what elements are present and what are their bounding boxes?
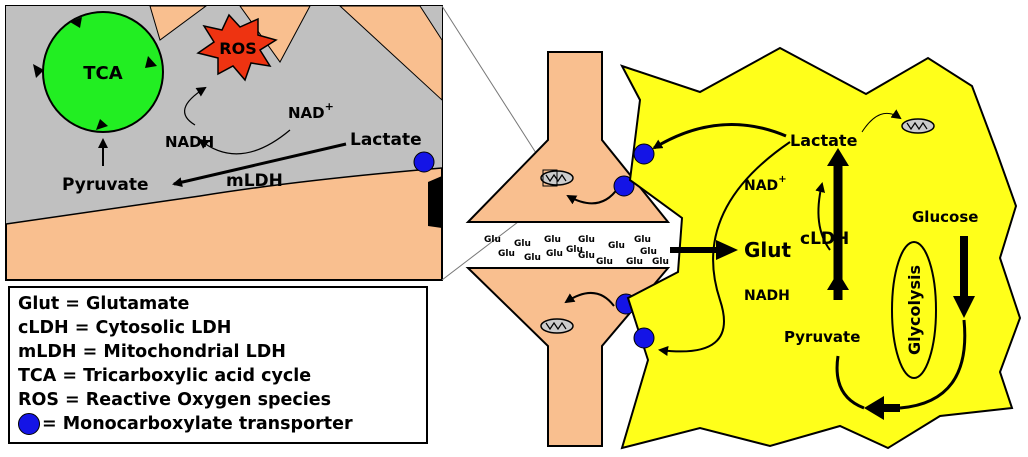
inset-panel: TCA ROS NAD+ NADH Lactate Pyruvate mLDH [5,5,443,281]
postsynaptic-mitochondrion [540,318,574,334]
glycolysis-label: Glycolysis [905,265,924,355]
glut-label: Glut [744,238,792,262]
legend-mct-label: = Monocarboxylate transporter [42,414,353,434]
legend: Glut = Glutamate cLDH = Cytosolic LDH mL… [8,286,428,444]
postsynaptic-terminal [465,267,671,447]
legend-item-mct: = Monocarboxylate transporter [18,412,418,436]
glu-molecule: Glu [578,235,595,245]
nad-astro-label: NAD+ [744,174,787,194]
membrane-wedge [428,176,442,228]
glycolysis-loop [899,319,967,410]
neuron-synapse [465,51,671,447]
synaptic-cleft: Glu Glu Glu Glu Glu Glu Glu Glu Glu Glu … [484,235,669,267]
presynaptic-lactate-arrow [566,187,619,205]
glu-molecule: Glu [596,257,613,267]
glu-molecule: Glu [634,235,651,245]
nadh-to-ros-arrow [184,86,207,126]
legend-item: TCA = Tricarboxylic acid cycle [18,366,312,386]
legend-item: ROS = Reactive Oxygen species [18,390,332,410]
legend-item: cLDH = Cytosolic LDH [18,318,232,338]
glu-molecule: Glu [544,235,561,245]
glu-molecule: Glu [484,235,501,245]
astrocyte-mitochondrion [901,118,935,134]
glu-molecule: Glu [578,251,595,261]
glu-molecule: Glu [626,257,643,267]
pyruvate-inset-label: Pyruvate [62,175,149,195]
astrocyte: Lactate NAD+ cLDH NADH Pyruvate Glucose … [619,46,1022,450]
glu-molecule: Glu [566,245,583,255]
legend-item: mLDH = Mitochondrial LDH [18,342,286,362]
nad-to-nadh-arrow [198,129,291,155]
nadh-inset-label: NADH [165,133,214,151]
lactate-export-bottom [658,141,791,356]
mldh-label: mLDH [226,171,283,191]
pyruvate-astro-label: Pyruvate [784,328,860,346]
nadh-astro-label: NADH [744,288,790,304]
glu-molecule: Glu [640,247,657,257]
glu-molecule: Glu [524,253,541,263]
crista [149,6,207,41]
legend-item: Glut = Glutamate [18,294,190,314]
glu-molecule: Glu [498,249,515,259]
presynaptic-transporter [613,175,635,197]
glycolysis-ellipse [891,241,937,379]
transporter-icon [18,413,40,435]
lactate-inset-label: Lactate [350,130,422,150]
crista [339,6,442,101]
nadh-to-nad-arrow [815,182,831,251]
astrocyte-transporter-bottom [633,327,655,349]
inset-transporter [413,151,435,173]
glu-molecule: Glu [546,249,563,259]
glu-molecule: Glu [514,239,531,249]
zoom-line-top [441,5,553,179]
nad-inset-label: NAD+ [288,100,334,122]
astrocyte-transporter-top [633,143,655,165]
tca-cycle [42,11,164,133]
mldh-arrow [172,142,347,188]
ros-burst [196,13,278,82]
astrocyte-body [619,46,1022,450]
glucose-label: Glucose [912,208,978,226]
tca-label: TCA [83,63,122,84]
postsynaptic-lactate-arrow [564,292,615,307]
glu-molecule: Glu [652,257,669,267]
lactate-export-top [652,122,787,150]
lactate-astro-label: Lactate [790,131,858,150]
ros-label: ROS [219,39,256,58]
glu-molecule: Glu [608,241,625,251]
